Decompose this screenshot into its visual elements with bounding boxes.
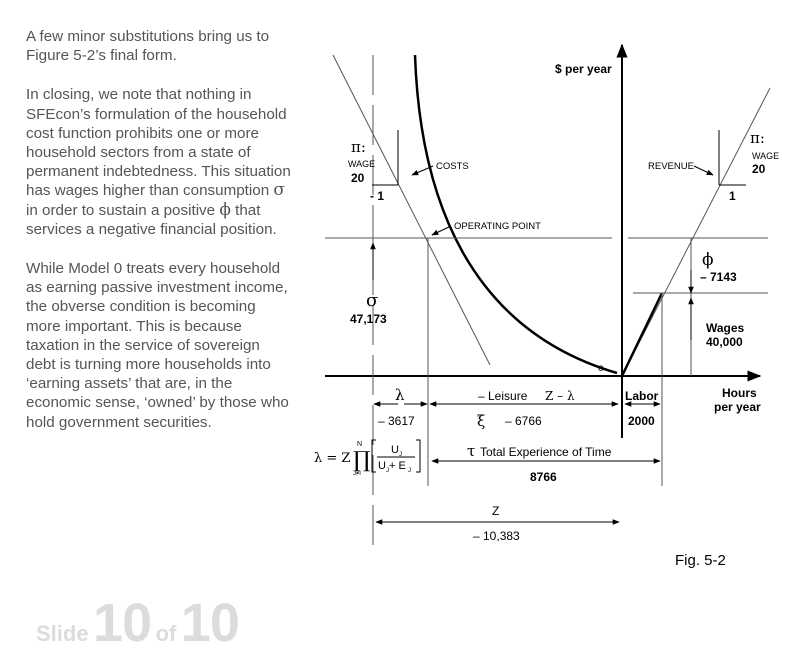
lambda-value: – 3617 (378, 414, 415, 428)
operating-point-pointer (431, 225, 452, 236)
slide-word: Slide (36, 621, 89, 646)
paragraph-2: In closing, we note that nothing in SFEc… (26, 85, 291, 239)
x-axis-label-line2: per year (714, 400, 761, 414)
z-value: – 10,383 (473, 529, 520, 543)
slide-total: 10 (180, 593, 240, 653)
paragraph-1: A few minor substitutions bring us to Fi… (26, 28, 270, 65)
wages-label: Wages (706, 321, 745, 335)
labor-segment (620, 292, 664, 377)
phi-symbol-inline: ϕ (219, 199, 231, 220)
slide-of: of (155, 621, 177, 646)
tau-label: Total Experience of Time (480, 445, 612, 459)
xi-value: – 6766 (505, 414, 542, 428)
formula-product: ∏ (353, 448, 371, 473)
slide-current: 10 (93, 593, 152, 653)
x-axis-label-line1: Hours (722, 386, 757, 400)
cost-curve (413, 54, 618, 375)
wage-right-label: WAGE (752, 151, 779, 161)
tau-value: 8766 (530, 470, 557, 484)
body-text: A few minor substitutions bring us to Fi… (26, 27, 291, 452)
formula-denominator: U (378, 460, 386, 472)
lambda-symbol: λ (395, 386, 405, 404)
lambda-formula: λ = Z · ∏ N J≠I U J U J + E J (314, 439, 421, 477)
formula-upper: N (357, 441, 362, 448)
labor-value: 2000 (628, 414, 655, 428)
one-label: 1 (729, 189, 736, 203)
revenue-line (621, 87, 771, 377)
y-axis-label: $ per year (555, 62, 612, 76)
formula-right-bracket (416, 439, 421, 473)
figure-caption: Fig. 5-2 (675, 552, 726, 569)
sigma-symbol: σ (366, 290, 378, 311)
formula-numerator: U (391, 444, 399, 456)
phi-value: – 7143 (700, 270, 737, 284)
formula-den-sub2: J (408, 468, 411, 474)
xi-symbol: ξ (477, 412, 485, 430)
wage-left-value: 20 (351, 171, 365, 185)
formula-den-sub1: J (386, 468, 389, 474)
z-label: Z (492, 504, 499, 518)
formula-left-bracket (371, 439, 376, 473)
paragraph-3: While Model 0 treats every household as … (26, 260, 289, 431)
sigma-symbol-inline: σ (273, 180, 285, 201)
revenue-label: REVENUE (648, 161, 694, 172)
leisure-label: – Leisure (478, 389, 528, 403)
formula-den-plus: + E (389, 460, 406, 472)
small-circle: o (598, 363, 604, 374)
paragraph-2-part-a: In closing, we note that nothing in SFEc… (26, 86, 291, 200)
cost-tangent-line (332, 54, 491, 366)
phi-symbol: ϕ (702, 250, 714, 270)
minus-one-label: - 1 (370, 189, 384, 203)
formula-lhs: λ = Z · (314, 451, 359, 466)
paragraph-2-part-c: that services a negative financial posit… (26, 201, 277, 238)
labor-label: Labor (625, 389, 659, 403)
wages-value: 40,000 (706, 335, 743, 349)
operating-point-label: OPERATING POINT (454, 221, 541, 232)
wage-right-value: 20 (752, 162, 766, 176)
wage-left-label: WAGE (348, 159, 375, 169)
tau-symbol: τ (467, 442, 475, 460)
costs-label: COSTS (436, 161, 469, 172)
formula-lower: J≠I (353, 471, 361, 477)
sigma-value: 47,173 (350, 312, 387, 326)
pi-right: π: (750, 129, 765, 147)
formula-num-sub: J (399, 452, 402, 458)
revenue-pointer (693, 165, 714, 176)
pi-left: π: (351, 138, 366, 156)
costs-pointer (411, 165, 434, 176)
z-minus-lambda: Z – λ (545, 389, 575, 403)
paragraph-2-part-b: in order to sustain a positive (26, 201, 220, 219)
slide-indicator: Slide 10 of 10 (36, 592, 240, 654)
